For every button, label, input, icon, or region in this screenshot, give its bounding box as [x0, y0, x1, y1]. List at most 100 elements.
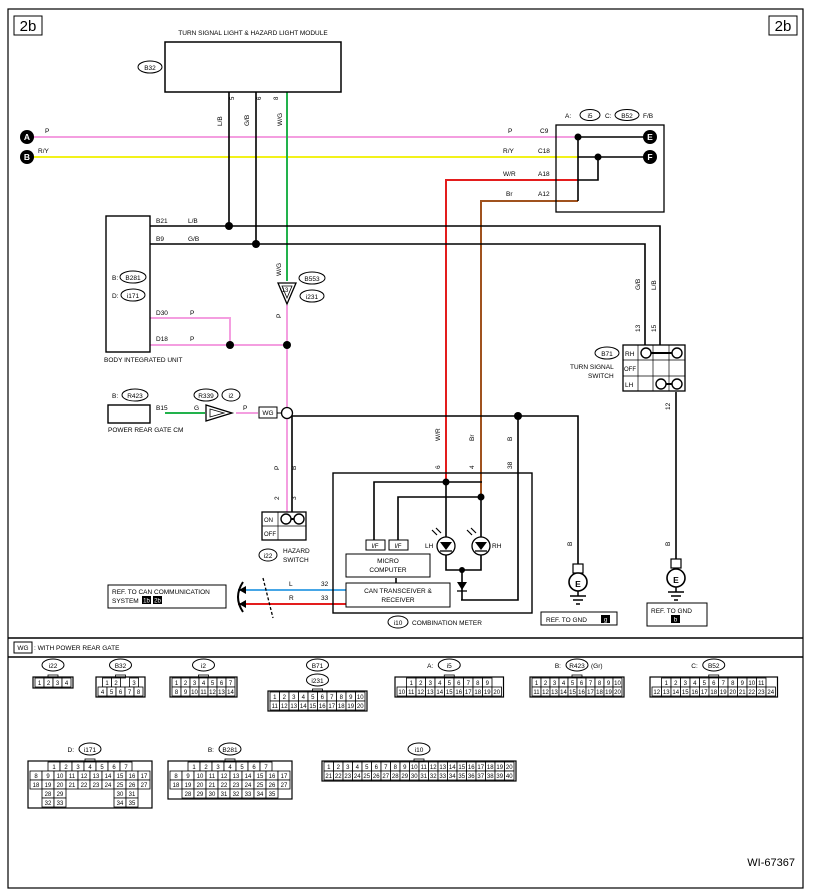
meter-box — [332, 472, 533, 614]
connector-pin-number: 8 — [394, 765, 398, 771]
gate-conn2: R339 — [198, 393, 214, 400]
connector-pin-cell — [61, 677, 72, 688]
turn-title-1: TURN SIGNAL — [570, 364, 614, 371]
connector-pin-number: 20 — [729, 690, 736, 696]
connector-pin-number: 7 — [467, 681, 471, 687]
connector-pin-number: 5 — [365, 765, 369, 771]
junction-box — [555, 124, 665, 213]
meter-conn-badge — [387, 615, 409, 629]
connector-name: i5 — [447, 663, 452, 670]
connector-pin-number: 19 — [605, 690, 612, 696]
meter-pin-38: 38 — [507, 461, 514, 469]
connector-pin-number: 22 — [748, 690, 755, 696]
input-a-wire: P — [45, 128, 49, 135]
connector-pin-number: 11 — [209, 774, 216, 780]
connector-pin-number: 23 — [93, 783, 100, 789]
hazard-pin-3: 3 — [291, 496, 298, 500]
biu-pin-d30: D30 — [156, 310, 168, 317]
connector-badge — [192, 658, 215, 672]
connector-pin-number: 10 — [748, 681, 755, 687]
connector-pin-number: 2 — [114, 681, 118, 687]
connector-name-2: i231 — [311, 678, 324, 685]
connector-pin-number: 33 — [245, 792, 252, 798]
connector-pin-number: 22 — [335, 774, 342, 780]
connector-pin-number: 3 — [429, 681, 433, 687]
gate-title: POWER REAR GATE CM — [108, 427, 183, 434]
connector-pin-number: 27 — [141, 783, 148, 789]
connector-outline — [321, 760, 517, 782]
connector-prefix: B: — [208, 747, 214, 754]
led-rh-label: RH — [492, 543, 502, 550]
connector-pin-number: 30 — [117, 792, 124, 798]
connector-pin-number: 4 — [88, 765, 92, 771]
connector-pin-number: 22 — [221, 783, 228, 789]
connector-pin-number: 4 — [228, 765, 232, 771]
gnd1-wire: B — [567, 542, 574, 546]
meter-color-r: R — [289, 595, 294, 602]
connector-pin-number: 14 — [227, 690, 234, 696]
connector-pin-number: 8 — [175, 690, 179, 696]
jrow-pin-1: C9 — [540, 128, 549, 135]
connector-pin-number: 21 — [739, 690, 746, 696]
connector-pin-number: 3 — [684, 681, 688, 687]
hazard-contact-2 — [293, 513, 305, 525]
biu-title: BODY INTEGRATED UNIT — [104, 357, 183, 364]
connector-pin-number: 21 — [69, 783, 76, 789]
connector-pin-number: 9 — [741, 681, 745, 687]
module-box — [164, 41, 342, 93]
biu-color-d30: P — [190, 310, 194, 317]
jrow-pin-2: C18 — [538, 148, 550, 155]
wire-br-brown — [480, 200, 578, 497]
connector-pin-cell — [133, 686, 144, 697]
connector-name: B71 — [312, 663, 324, 670]
connector-outline — [32, 676, 74, 689]
connector-pin-number: 19 — [484, 690, 491, 696]
connector-pin-number: 10 — [57, 774, 64, 780]
meter-if-1-label: I/F — [372, 544, 379, 550]
connector-pin-number: 11 — [272, 704, 279, 710]
connector-pin-number: 15 — [117, 774, 124, 780]
connector-pin-number: 13 — [663, 690, 670, 696]
connector-pin-number: 13 — [93, 774, 100, 780]
joint-conn2-badge — [299, 289, 325, 303]
hazard-color-p: P — [274, 466, 281, 470]
meter-if-2 — [388, 539, 409, 551]
joint-color-top: W/G — [276, 263, 283, 276]
connector-pin-number: 38 — [487, 774, 494, 780]
connector-pin-number: 8 — [137, 690, 141, 696]
can-ref-box — [107, 584, 227, 609]
biu-box — [105, 215, 151, 353]
connector-pin-number: 2 — [283, 695, 287, 701]
connector-pin-number: 11 — [69, 774, 76, 780]
connector-pin-number: 2 — [47, 681, 51, 687]
micro-line-2: COMPUTER — [369, 567, 407, 574]
gate-box — [107, 404, 151, 424]
connector-pin-number: 25 — [363, 774, 370, 780]
connector-name: i171 — [84, 747, 97, 754]
connector-pin-number: 18 — [596, 690, 603, 696]
connector-pin-number: 14 — [672, 690, 679, 696]
gate-conn-prefix: B: — [112, 393, 118, 400]
connector-pin-number: 37 — [477, 774, 484, 780]
connector-pin-number: 5 — [211, 681, 215, 687]
connector-pin-number: 4 — [356, 765, 360, 771]
connector-pin-number: 20 — [493, 690, 500, 696]
connector-pin-number: 11 — [200, 690, 207, 696]
connector-pin-number: 28 — [45, 792, 52, 798]
connector-pin-number: 18 — [474, 690, 481, 696]
connector-pin-number: 9 — [607, 681, 611, 687]
svg-text:E: E — [673, 575, 679, 585]
connector-pin-number: 16 — [269, 774, 276, 780]
biu-pin-b21: B21 — [156, 218, 168, 225]
connector-badge — [306, 658, 329, 672]
connector-pin-cell — [225, 686, 236, 697]
biu-conn-d-prefix: D: — [112, 293, 119, 300]
connector-pin-number: 15 — [569, 690, 576, 696]
connector-outline — [529, 676, 625, 698]
connector-pin-number: 3 — [346, 765, 350, 771]
connector-pin-number: 22 — [81, 783, 88, 789]
turn-conn: B71 — [601, 351, 613, 358]
meter-color-br: Br — [469, 434, 476, 441]
